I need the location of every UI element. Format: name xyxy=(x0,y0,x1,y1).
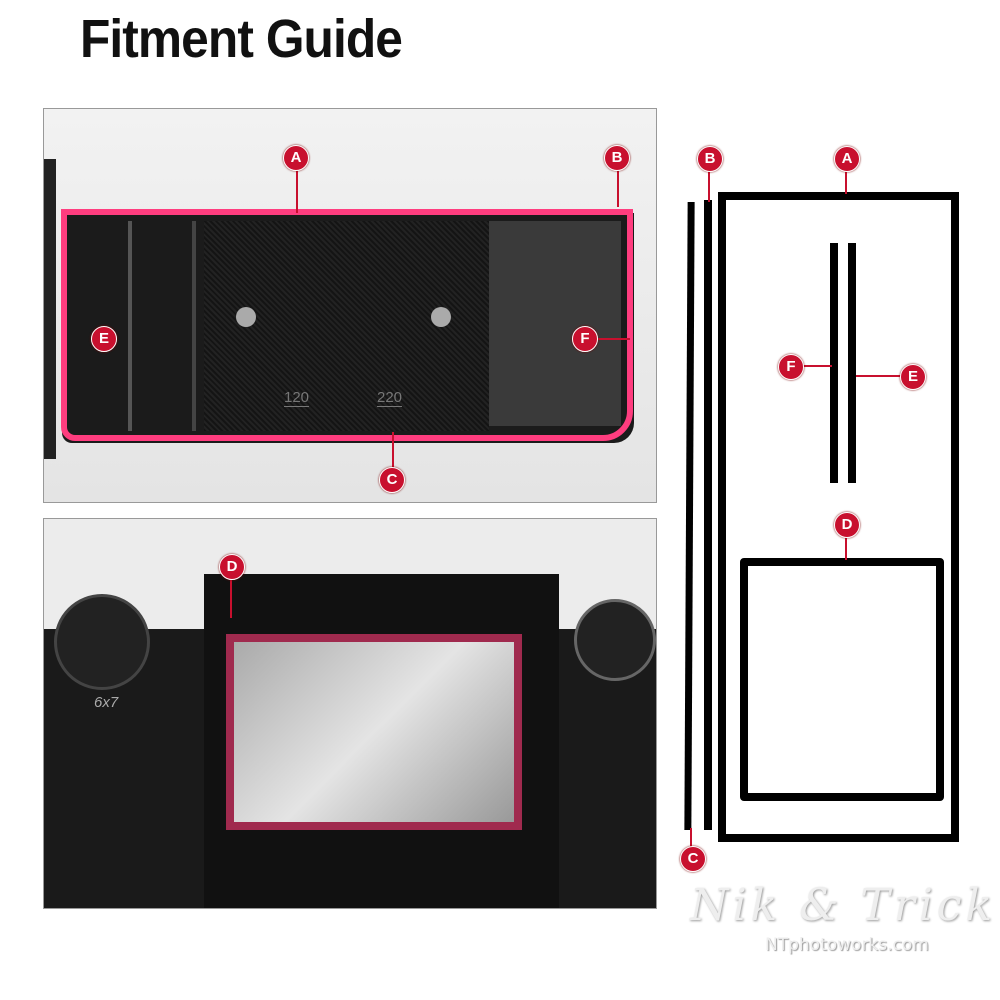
hinge xyxy=(128,221,196,431)
leader-line xyxy=(845,536,847,560)
marking-220: 220 xyxy=(377,389,403,407)
marking-120: 120 xyxy=(284,389,310,407)
label-c: C xyxy=(379,467,405,493)
camera-back-photo: 120 220 xyxy=(43,108,657,503)
diagram-label-e: E xyxy=(900,364,926,390)
leader-line xyxy=(708,170,710,202)
seal-strip-f xyxy=(830,243,838,483)
right-dial xyxy=(574,599,656,681)
body-edge xyxy=(44,159,56,459)
watermark-site: NTphotoworks.com xyxy=(765,935,929,955)
seal-strip-e xyxy=(848,243,856,483)
seal-strip-b xyxy=(704,200,712,830)
watermark-logo: Nik & Trick xyxy=(690,880,997,931)
label-a: A xyxy=(283,145,309,171)
screw xyxy=(431,307,451,327)
seal-strip-c xyxy=(684,202,695,830)
camera-top-photo: 6x7 xyxy=(43,518,657,909)
diagram-label-c: C xyxy=(680,846,706,872)
right-panel xyxy=(489,221,621,426)
leader-line xyxy=(856,375,902,377)
leader-line xyxy=(296,169,298,213)
pink-seal-outline xyxy=(61,209,633,441)
diagram-label-a: A xyxy=(834,146,860,172)
diagram-label-d: D xyxy=(834,512,860,538)
leader-line xyxy=(392,432,394,472)
leader-line xyxy=(800,365,832,367)
diagram-label-b: B xyxy=(697,146,723,172)
diagram-label-f: F xyxy=(778,354,804,380)
focusing-screen xyxy=(226,634,522,830)
camera-model-text: 6x7 xyxy=(94,694,119,711)
screw xyxy=(236,307,256,327)
label-e: E xyxy=(91,326,117,352)
seal-frame-d xyxy=(740,558,944,801)
label-f: F xyxy=(572,326,598,352)
leader-line xyxy=(230,578,232,618)
left-dial xyxy=(54,594,150,690)
seal-frame-a xyxy=(718,192,959,842)
leader-line xyxy=(596,338,630,340)
label-d: D xyxy=(219,554,245,580)
label-b: B xyxy=(604,145,630,171)
leader-line xyxy=(845,170,847,194)
leader-line xyxy=(690,828,692,848)
leader-line xyxy=(617,169,619,207)
page-title: Fitment Guide xyxy=(80,9,403,69)
